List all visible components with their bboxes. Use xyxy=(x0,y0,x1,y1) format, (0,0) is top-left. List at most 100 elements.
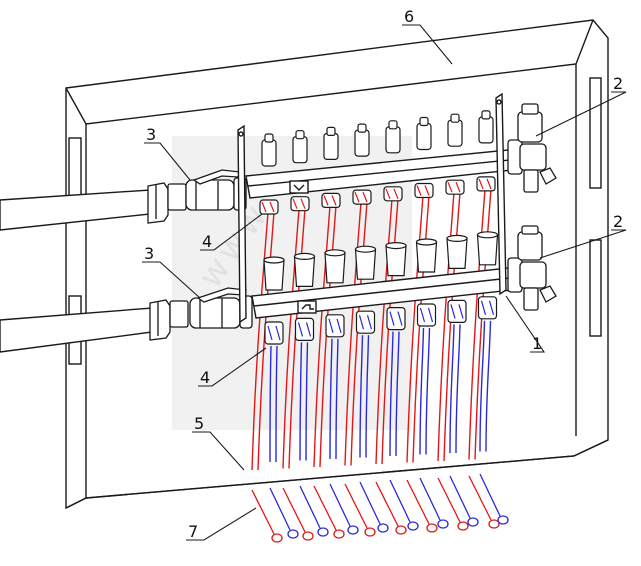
supply-pipe xyxy=(251,211,269,471)
lower-outlet-fitting xyxy=(264,321,284,345)
flow-meter-top xyxy=(385,242,407,250)
supply-pipe-end xyxy=(395,525,407,535)
return-pipe xyxy=(455,324,461,454)
supply-pipe-end xyxy=(302,531,314,541)
return-pipe xyxy=(389,331,394,457)
floor-supply-stub xyxy=(375,481,399,527)
label-2-lower: 2 xyxy=(613,212,623,231)
upper-valve-knob xyxy=(295,130,305,140)
floor-supply-stub xyxy=(313,485,337,531)
upper-outlet-fitting xyxy=(259,199,279,215)
label-2-upper: 2 xyxy=(613,74,623,93)
return-pipe xyxy=(305,342,309,461)
return-pipe xyxy=(275,345,278,463)
lower-outlet-fitting xyxy=(294,317,315,341)
return-pipe-end xyxy=(437,519,449,529)
floor-return-stub xyxy=(359,481,381,525)
return-pipe-end xyxy=(497,515,509,525)
upper-drain-valve xyxy=(519,143,547,171)
upper-outlet-mark xyxy=(261,201,275,213)
floor-supply-stub xyxy=(344,483,368,529)
return-pipe-end xyxy=(407,521,419,531)
supply-pipe xyxy=(282,208,300,469)
lower-outlet-fitting xyxy=(477,296,498,320)
upper-outlet-mark xyxy=(354,191,368,203)
manifolds xyxy=(237,92,513,324)
bracket-left xyxy=(237,124,247,324)
return-pipe-end xyxy=(467,517,479,527)
return-pipe xyxy=(329,338,333,460)
floor-supply-stub xyxy=(282,487,306,533)
return-pipe-end xyxy=(377,523,389,533)
upper-outlet-fitting xyxy=(290,196,310,212)
flow-meter-cap xyxy=(293,255,316,287)
upper-outlet-fitting xyxy=(321,192,341,208)
return-pipe xyxy=(449,324,455,454)
lower-drain-valve xyxy=(519,261,547,289)
upper-outlet-fitting xyxy=(476,176,496,192)
upper-valve-cap xyxy=(385,126,401,154)
upper-outlet-fitting xyxy=(414,182,434,199)
lower-outlet-fitting xyxy=(386,307,406,331)
ball-valves xyxy=(147,169,253,341)
lower-coupling xyxy=(149,299,171,341)
upper-outlet-mark xyxy=(447,181,461,193)
lower-valve-body xyxy=(189,297,241,329)
upper-valve-cap xyxy=(354,129,370,157)
upper-valve-knob xyxy=(326,126,336,137)
flow-meter-cap xyxy=(415,241,438,273)
upper-valve-knob xyxy=(388,120,398,130)
lower-outlet-fitting xyxy=(416,303,437,327)
upper-valve-cap xyxy=(261,139,277,167)
lower-outlet-fitting xyxy=(355,310,376,334)
supply-pipe xyxy=(375,198,393,465)
upper-outlet-mark xyxy=(385,188,399,200)
flow-meter-top xyxy=(415,238,438,246)
return-pipe xyxy=(335,338,339,460)
manifold-ports xyxy=(259,110,499,345)
floor-return-stub xyxy=(479,473,501,517)
label-4-upper: 4 xyxy=(202,232,212,251)
return-pipe xyxy=(419,327,425,455)
lower-outlet-fitting xyxy=(447,299,467,323)
supply-pipe-end xyxy=(457,521,469,531)
supply-pipe xyxy=(437,192,455,462)
floor-return-stub xyxy=(329,483,351,527)
lower-outlet-mark xyxy=(328,318,342,333)
lower-flow-indicator xyxy=(297,300,317,314)
upper-valve-knob xyxy=(450,113,460,123)
upper-outlet-mark xyxy=(478,178,492,190)
upper-valve-knob xyxy=(419,116,429,127)
upper-outlet-mark xyxy=(323,195,337,206)
flow-meter-top xyxy=(476,231,499,239)
label-7: 7 xyxy=(188,522,198,541)
upper-coupling xyxy=(147,182,169,224)
label-3-upper: 3 xyxy=(146,125,156,144)
return-pipe xyxy=(359,335,364,458)
floor-supply-stub xyxy=(406,479,430,525)
flow-meter-cap xyxy=(263,259,285,291)
label-4-lower: 4 xyxy=(200,368,210,387)
supply-pipe-end xyxy=(488,519,500,529)
flow-meter-top xyxy=(354,245,377,253)
supply-pipe xyxy=(406,195,424,463)
upper-nut xyxy=(167,183,187,211)
lower-outlet-mark xyxy=(419,307,434,323)
return-pipe xyxy=(485,320,492,452)
end-groups xyxy=(507,103,557,311)
return-pipe-end xyxy=(347,525,359,535)
upper-valve-knob xyxy=(264,133,274,143)
supply-pipe xyxy=(468,188,486,460)
lower-nut xyxy=(169,300,189,328)
upper-valve-cap xyxy=(323,132,339,160)
flow-meter-cap xyxy=(476,234,499,266)
floor-return-stub xyxy=(269,487,291,531)
upper-valve-cap xyxy=(447,119,463,147)
supply-pipe-end xyxy=(426,523,438,533)
label-5: 5 xyxy=(194,414,204,433)
floor-supply-stub xyxy=(437,477,461,523)
bracket-right xyxy=(495,92,507,296)
flow-meter-top xyxy=(324,249,346,257)
